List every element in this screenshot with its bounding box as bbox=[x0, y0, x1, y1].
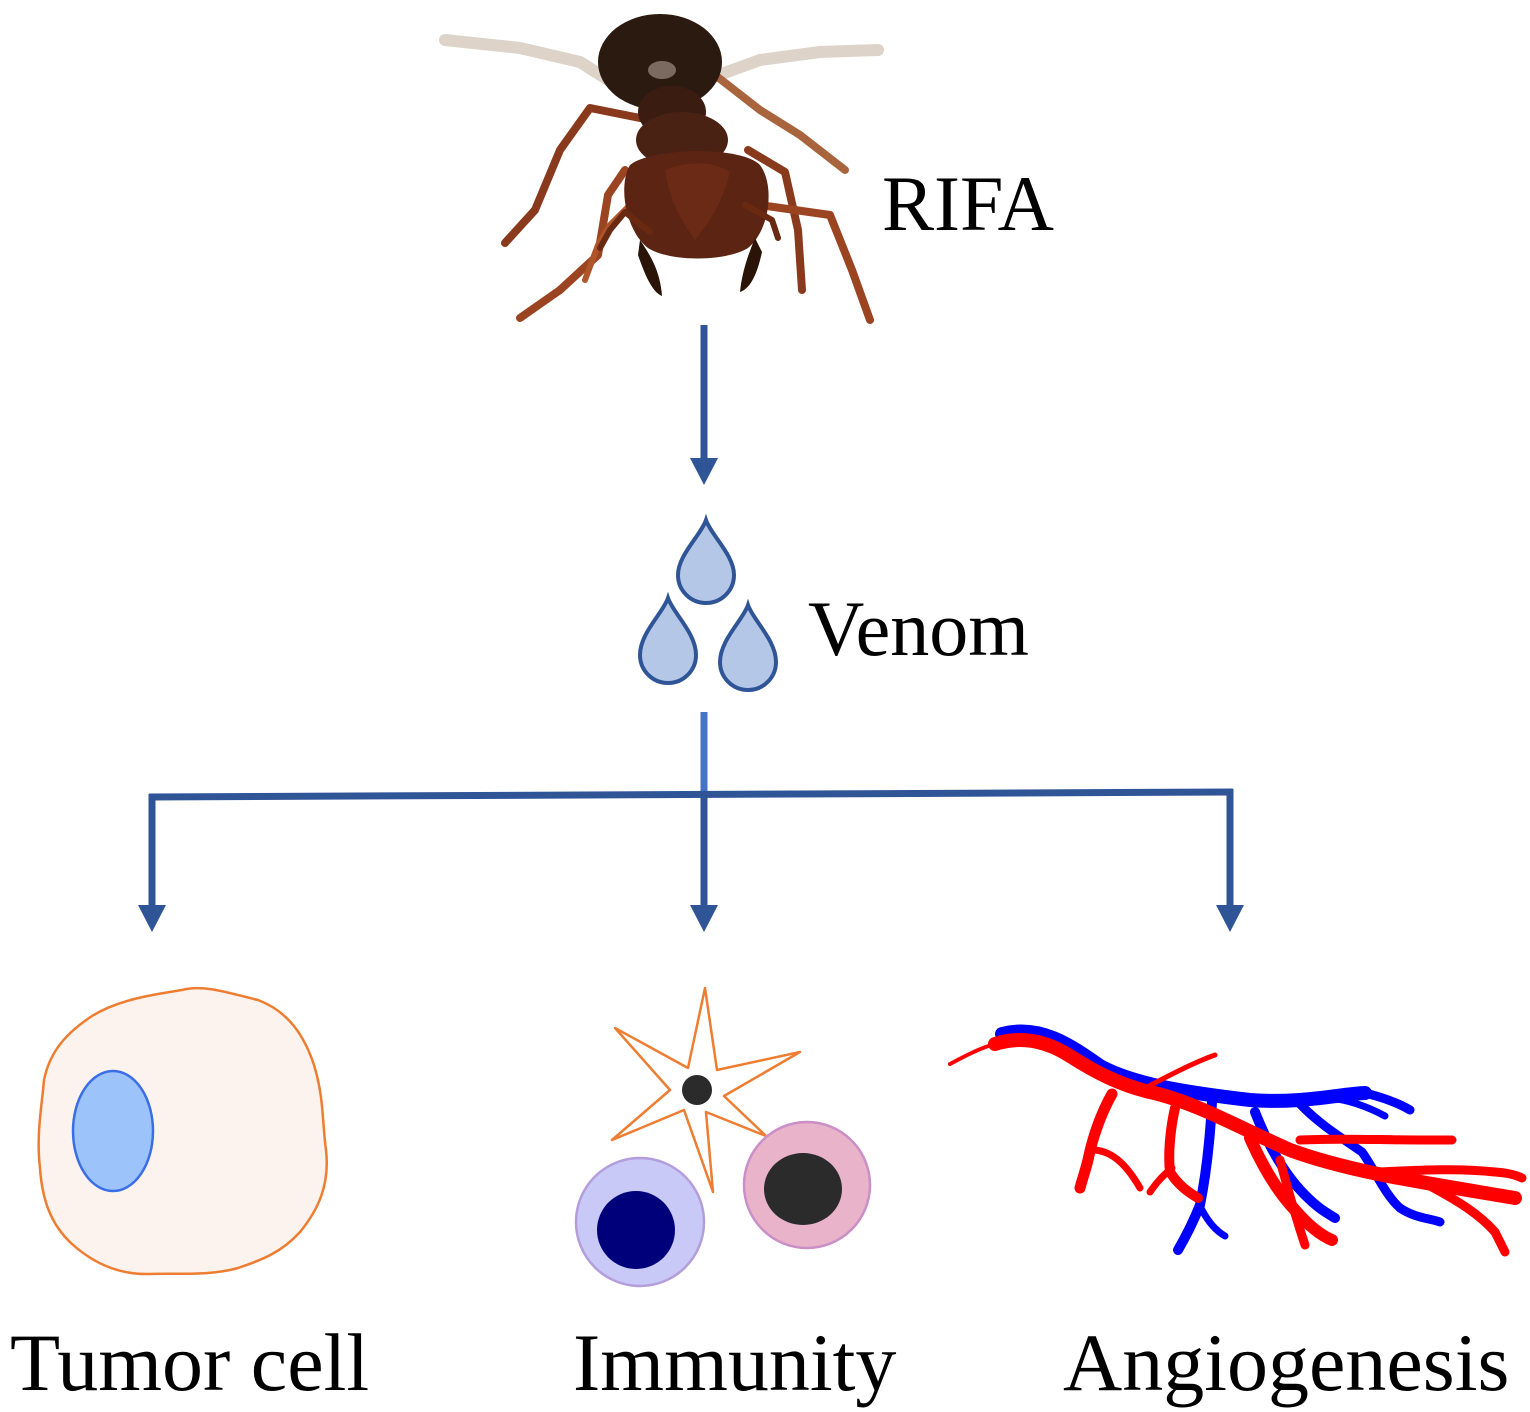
venom-drop-icon bbox=[717, 598, 779, 692]
ant-leg-upper-right bbox=[699, 44, 884, 86]
product-label: Venom bbox=[808, 585, 1029, 672]
arrow-to-venom bbox=[690, 325, 718, 485]
arrow-to-tumor-cell bbox=[138, 794, 166, 932]
blood-vessels-icon bbox=[948, 1024, 1527, 1257]
venom-drop-icon bbox=[637, 591, 699, 685]
ant-abdomen-highlight bbox=[648, 61, 676, 79]
venom-drops bbox=[637, 513, 779, 692]
ant-leg-lower-left bbox=[516, 166, 629, 322]
tumor-cell-membrane bbox=[37, 986, 328, 1276]
ant-leg-mid-left bbox=[501, 104, 644, 247]
target-label-angiogenesis: Angiogenesis bbox=[1063, 1317, 1509, 1408]
target-label-tumor-cell: Tumor cell bbox=[10, 1317, 369, 1408]
branch-connector bbox=[148, 712, 1234, 801]
target-label-immunity: Immunity bbox=[573, 1317, 896, 1408]
dendritic-cell-nucleus bbox=[682, 1075, 712, 1105]
macrophage-nucleus bbox=[764, 1153, 842, 1225]
immune-cells-icon bbox=[574, 986, 872, 1288]
artery-network bbox=[948, 1033, 1527, 1257]
ant-image bbox=[439, 14, 884, 324]
ant-leg-lower-right bbox=[756, 201, 874, 324]
branch-bar bbox=[148, 788, 1234, 801]
source-label: RIFA bbox=[882, 160, 1054, 247]
arrow-to-angiogenesis bbox=[1216, 789, 1244, 932]
ant-mandible-left bbox=[638, 240, 662, 296]
ant-leg-upper-right-lower bbox=[711, 71, 849, 174]
arrow-to-immunity bbox=[690, 795, 718, 932]
ant-mandible-right bbox=[740, 238, 762, 292]
tumor-cell-icon bbox=[37, 986, 328, 1276]
ant-antenna-left bbox=[597, 209, 653, 251]
ant-antenna-right bbox=[742, 202, 781, 241]
ant-leg-mid-right bbox=[744, 146, 806, 294]
tumor-cell-nucleus bbox=[71, 1069, 155, 1193]
venom-drop-icon bbox=[675, 513, 737, 605]
ant-head-shading bbox=[665, 163, 730, 240]
lymphocyte-nucleus bbox=[597, 1191, 675, 1269]
